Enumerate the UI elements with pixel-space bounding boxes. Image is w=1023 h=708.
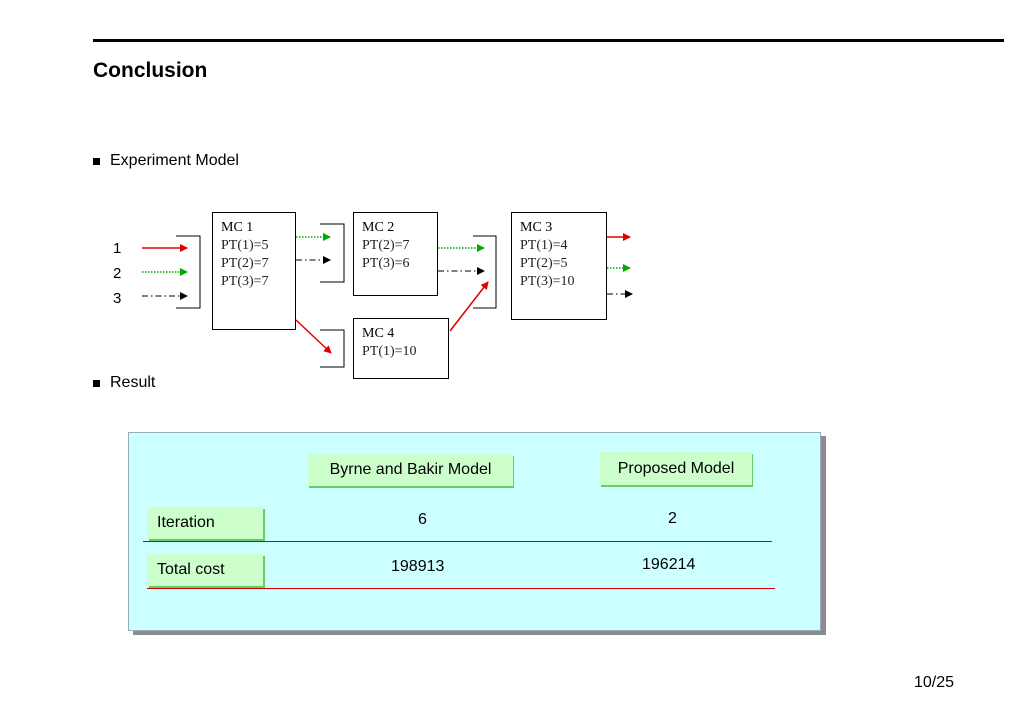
column-header-byrne-bakir: Byrne and Bakir Model (308, 454, 513, 486)
route-label-1: 1 (113, 240, 122, 257)
mc1-to-mc4-route1 (295, 319, 332, 354)
mc1-queue-bracket (176, 235, 201, 309)
machine-label: MC 3 (520, 220, 553, 235)
machine-box-mc4: MC 4 PT(1)=10 (353, 318, 449, 379)
machine-label: MC 1 (221, 220, 254, 235)
machine-box-mc1: MC 1 PT(1)=5 PT(2)=7 PT(3)=7 (212, 212, 296, 330)
route-label-2: 2 (113, 265, 122, 282)
processing-time: PT(1)=5 (221, 238, 269, 253)
row-label-total-cost: Total cost (147, 554, 263, 586)
row-separator (143, 541, 772, 542)
row-label-iteration: Iteration (147, 507, 263, 539)
processing-time: PT(1)=4 (520, 238, 568, 253)
machine-box-mc3: MC 3 PT(1)=4 PT(2)=5 PT(3)=10 (511, 212, 607, 320)
page-title: Conclusion (93, 59, 208, 82)
total-cost-byrne-value: 198913 (391, 558, 445, 575)
processing-time: PT(2)=7 (221, 256, 269, 271)
iteration-byrne-value: 6 (418, 511, 427, 528)
machine-label: MC 2 (362, 220, 395, 235)
machine-label: MC 4 (362, 326, 395, 341)
processing-time: PT(3)=6 (362, 256, 410, 271)
section-result-label: Result (110, 374, 156, 391)
square-bullet-icon (93, 380, 100, 387)
column-header-proposed: Proposed Model (600, 452, 752, 485)
row-separator (147, 588, 775, 589)
top-rule (93, 39, 1004, 42)
processing-time: PT(2)=5 (520, 256, 568, 271)
section-experiment-label: Experiment Model (110, 152, 239, 169)
mc2-queue-bracket (320, 223, 345, 283)
square-bullet-icon (93, 158, 100, 165)
total-cost-proposed-value: 196214 (642, 556, 696, 573)
processing-time: PT(3)=7 (221, 274, 269, 289)
mc3-queue-bracket (473, 235, 497, 309)
section-result: Result (93, 374, 155, 392)
page-number: 10/25 (914, 674, 955, 691)
mc4-queue-bracket (320, 329, 345, 368)
processing-time: PT(2)=7 (362, 238, 410, 253)
section-experiment: Experiment Model (93, 152, 239, 170)
iteration-proposed-value: 2 (668, 510, 677, 527)
route-label-3: 3 (113, 290, 122, 307)
machine-box-mc2: MC 2 PT(2)=7 PT(3)=6 (353, 212, 438, 296)
processing-time: PT(3)=10 (520, 274, 575, 289)
processing-time: PT(1)=10 (362, 344, 417, 359)
mc4-to-mc3-route1 (449, 281, 489, 332)
